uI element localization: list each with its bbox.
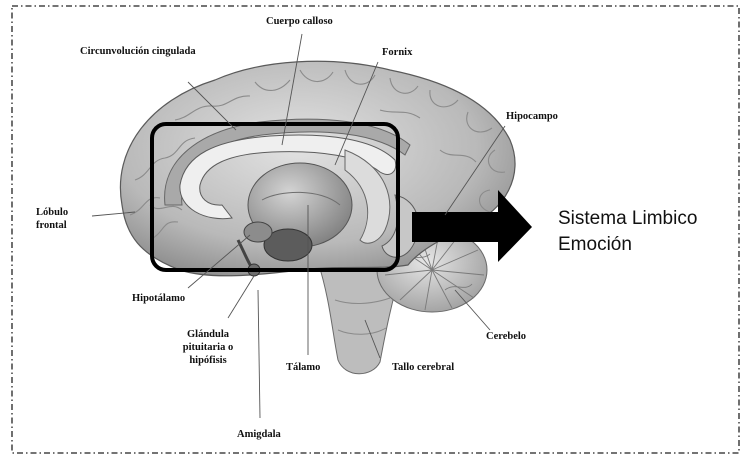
label-circunvolucion-cingulada: Circunvolución cingulada	[80, 45, 196, 58]
label-glandula: Glándula pituitaria o hipófisis	[172, 328, 244, 367]
label-amigdala: Amigdala	[237, 428, 281, 441]
annotation-line2: Emoción	[558, 232, 697, 258]
label-lobulo-line2: frontal	[36, 219, 68, 232]
label-glandula-line3: hipófisis	[172, 354, 244, 367]
annotation-line1: Sistema Limbico	[558, 206, 697, 232]
label-hipotalamo: Hipotálamo	[132, 292, 185, 305]
label-fornix: Fornix	[382, 46, 412, 59]
label-tallo-cerebral: Tallo cerebral	[392, 361, 454, 374]
label-cuerpo-calloso: Cuerpo calloso	[266, 15, 333, 28]
leader-amigdala	[258, 290, 260, 418]
annotation-text: Sistema Limbico Emoción	[558, 206, 697, 258]
label-cerebelo: Cerebelo	[486, 330, 526, 343]
label-hipocampo: Hipocampo	[506, 110, 558, 123]
label-glandula-line2: pituitaria o	[172, 341, 244, 354]
label-glandula-line1: Glándula	[172, 328, 244, 341]
label-talamo: Tálamo	[286, 361, 320, 374]
label-lobulo-frontal: Lóbulo frontal	[36, 206, 68, 232]
leader-glandula	[228, 276, 254, 318]
label-lobulo-line1: Lóbulo	[36, 206, 68, 219]
